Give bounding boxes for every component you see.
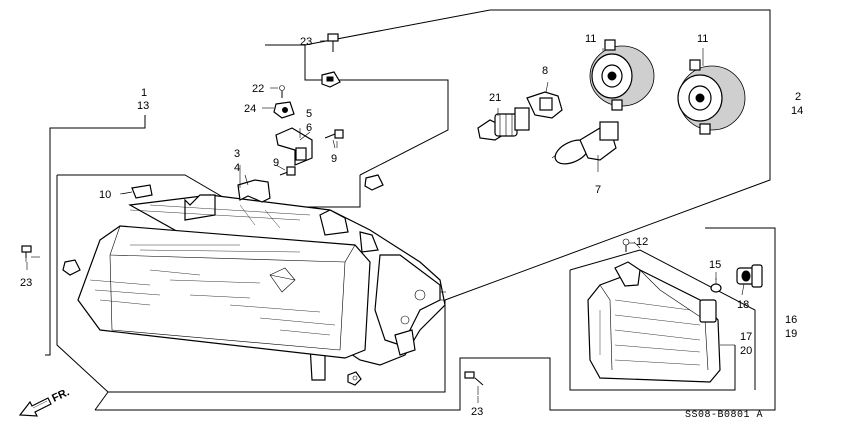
part-7-bulb (551, 121, 619, 165)
callout-11a: 11 (585, 33, 596, 45)
front-label: FR. (50, 386, 71, 404)
callout-22: 22 (252, 83, 264, 95)
leader-lines (26, 40, 745, 403)
callout-24: 24 (244, 103, 256, 115)
callout-8: 8 (542, 65, 548, 77)
part-nut-left (62, 259, 81, 276)
callout-7: 7 (595, 184, 601, 196)
callout-20: 20 (740, 345, 752, 357)
part-10-clip (121, 184, 153, 199)
part-9-screw-b (279, 166, 296, 176)
part-12-screw (622, 238, 635, 252)
callout-17: 17 (740, 331, 752, 343)
callout-16: 16 (785, 314, 797, 326)
part-9-screw-a (324, 129, 344, 148)
callout-10: 10 (99, 189, 111, 201)
part-8-socket (526, 91, 563, 119)
callout-21: 21 (489, 92, 501, 104)
callout-14: 14 (791, 105, 803, 117)
diagram-code: SS08-B0801 A (685, 410, 763, 421)
callout-15: 15 (709, 259, 721, 271)
part-11-cover-right (677, 59, 746, 135)
callout-9b: 9 (273, 157, 279, 169)
callout-19: 19 (785, 328, 797, 340)
part-clip-top (321, 71, 341, 88)
part-bottom-nut (347, 371, 362, 386)
part-24-nut (262, 101, 295, 119)
part-21-bulb (477, 107, 530, 141)
callout-11b: 11 (697, 33, 708, 45)
callout-23a: 23 (300, 36, 312, 48)
headlight-housing (77, 194, 446, 381)
part-22-screw (270, 85, 285, 98)
part-clip-mid (364, 174, 384, 191)
part-23-screw-top (320, 33, 339, 52)
corner-light (587, 261, 721, 383)
callout-9a: 9 (331, 153, 337, 165)
part-3-4-bracket (237, 174, 271, 203)
front-arrow-icon (18, 397, 52, 417)
part-23-screw-left (21, 245, 40, 262)
part-15-bulb (710, 278, 722, 293)
callout-6: 6 (306, 122, 312, 134)
callout-2: 2 (795, 91, 801, 103)
callout-23b: 23 (20, 277, 32, 289)
callout-1: 1 (141, 87, 147, 99)
part-11-cover-left (589, 39, 655, 111)
callout-5: 5 (306, 108, 312, 120)
callout-13: 13 (137, 100, 149, 112)
callout-4: 4 (234, 162, 240, 174)
group-outline-corner-light (94, 227, 776, 411)
callout-12: 12 (636, 236, 648, 248)
group-outline-bulb-and-mount (265, 9, 771, 301)
part-23-screw-bottom (464, 371, 484, 395)
part-18-socket (736, 264, 763, 288)
callout-18: 18 (737, 299, 749, 311)
callout-3: 3 (234, 148, 240, 160)
callout-23c: 23 (471, 406, 483, 418)
